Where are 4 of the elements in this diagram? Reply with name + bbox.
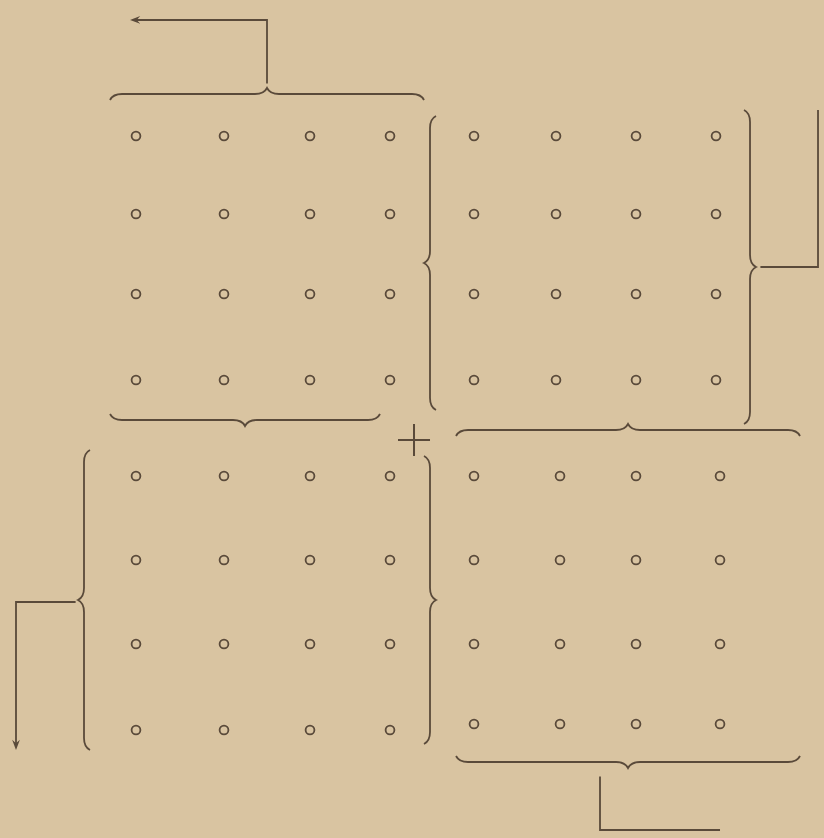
dot-grid bbox=[455, 423, 801, 769]
dot-grid bbox=[77, 449, 437, 751]
dot-grid bbox=[109, 87, 425, 427]
dot-grid bbox=[423, 109, 757, 425]
